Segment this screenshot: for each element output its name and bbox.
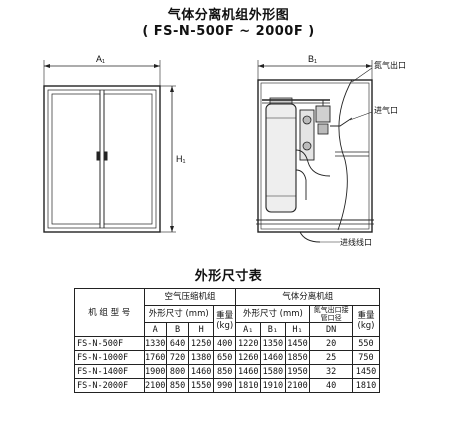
cell-h: 1250 bbox=[188, 336, 214, 351]
cell-weight1: 1810 bbox=[351, 378, 381, 393]
side-view bbox=[256, 60, 374, 243]
row-model: FS-N-500F bbox=[74, 336, 145, 351]
cell-h1: 1450 bbox=[284, 336, 311, 351]
separator-group-header: 气体分离机组 bbox=[235, 288, 380, 306]
cell-a: 1760 bbox=[143, 350, 167, 365]
front-view bbox=[43, 60, 176, 233]
compressor-weight-header: 重量 (kg) bbox=[212, 305, 237, 337]
cell-b1: 1910 bbox=[260, 378, 286, 393]
cell-weight: 400 bbox=[212, 336, 237, 351]
cell-a1: 1220 bbox=[235, 336, 262, 351]
nitrogen-outlet-label: 氮气出口 bbox=[374, 60, 406, 70]
separator-dims-header: 外形尺寸 (mm) bbox=[235, 305, 311, 323]
cell-a1: 1260 bbox=[235, 350, 262, 365]
col-h: H bbox=[188, 322, 214, 337]
col-b: B bbox=[165, 322, 190, 337]
cell-a1: 1810 bbox=[235, 378, 262, 393]
cell-b1: 1350 bbox=[260, 336, 286, 351]
row-model: FS-N-1400F bbox=[74, 364, 145, 379]
cell-dn: 20 bbox=[309, 336, 353, 351]
table-row: FS-N-1400F 1900 800 1460 850 1460 1580 1… bbox=[74, 364, 381, 379]
cell-a: 2100 bbox=[143, 378, 167, 393]
cell-b: 720 bbox=[165, 350, 190, 365]
col-dn: DN bbox=[309, 322, 353, 337]
cell-b1: 1460 bbox=[260, 350, 286, 365]
table-row: FS-N-2000F 2100 850 1550 990 1810 1910 2… bbox=[74, 378, 381, 393]
cell-weight: 850 bbox=[212, 364, 237, 379]
cell-h1: 1950 bbox=[284, 364, 311, 379]
page-title: 气体分离机组外形图 bbox=[167, 8, 290, 23]
dim-b1-label: B₁ bbox=[308, 54, 317, 64]
cell-h: 1380 bbox=[188, 350, 214, 365]
table-row: FS-N-500F 1330 640 1250 400 1220 1350 14… bbox=[74, 336, 381, 351]
cell-b: 850 bbox=[165, 378, 190, 393]
model-range-subtitle: ( FS-N-500F ~ 2000F ) bbox=[142, 24, 315, 39]
cell-dn: 25 bbox=[309, 350, 353, 365]
row-model: FS-N-2000F bbox=[74, 378, 145, 393]
separator-weight-header: 重量 (kg) bbox=[351, 305, 381, 337]
cell-dn: 40 bbox=[309, 378, 353, 393]
cell-weight: 990 bbox=[212, 378, 237, 393]
model-header: 机 组 型 号 bbox=[74, 288, 145, 337]
cell-h: 1460 bbox=[188, 364, 214, 379]
col-h1: H₁ bbox=[284, 322, 311, 337]
cable-inlet-label: 进线线口 bbox=[340, 237, 372, 247]
nozzle-header: 氮气出口接管口径 bbox=[309, 305, 353, 323]
cell-h: 1550 bbox=[188, 378, 214, 393]
col-a: A bbox=[143, 322, 167, 337]
compressor-dims-header: 外形尺寸 (mm) bbox=[143, 305, 214, 323]
cell-weight: 650 bbox=[212, 350, 237, 365]
col-a1: A₁ bbox=[235, 322, 262, 337]
row-model: FS-N-1000F bbox=[74, 350, 145, 365]
cell-weight1: 750 bbox=[351, 350, 381, 365]
outline-drawing: A₁ H₁ bbox=[43, 54, 406, 247]
cell-weight1: 1450 bbox=[351, 364, 381, 379]
air-inlet-label: 进气口 bbox=[374, 105, 398, 115]
cell-a1: 1460 bbox=[235, 364, 262, 379]
dimension-table-title: 外形尺寸表 bbox=[194, 269, 263, 284]
cell-h1: 1850 bbox=[284, 350, 311, 365]
col-b1: B₁ bbox=[260, 322, 286, 337]
cell-a: 1330 bbox=[143, 336, 167, 351]
cell-b1: 1580 bbox=[260, 364, 286, 379]
compressor-group-header: 空气压缩机组 bbox=[143, 288, 237, 306]
cell-b: 800 bbox=[165, 364, 190, 379]
table-row: FS-N-1000F 1760 720 1380 650 1260 1460 1… bbox=[74, 350, 381, 365]
dim-h1-label: H₁ bbox=[176, 154, 186, 164]
cell-h1: 2100 bbox=[284, 378, 311, 393]
dim-a1-label: A₁ bbox=[96, 54, 105, 64]
cell-weight1: 550 bbox=[351, 336, 381, 351]
cell-a: 1900 bbox=[143, 364, 167, 379]
dimension-table: 机 组 型 号 空气压缩机组 气体分离机组 外形尺寸 (mm) 重量 (kg) … bbox=[74, 288, 381, 393]
cell-dn: 32 bbox=[309, 364, 353, 379]
cell-b: 640 bbox=[165, 336, 190, 351]
